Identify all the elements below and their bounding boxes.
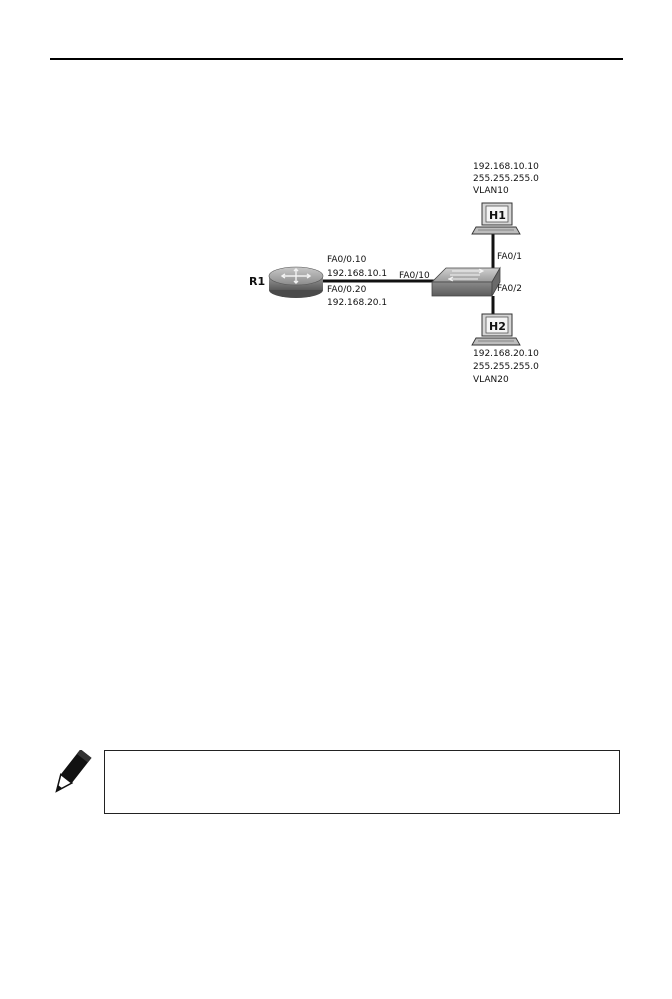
switch-port-h2: FA0/2: [497, 284, 522, 294]
computer-h1-icon: [471, 202, 521, 235]
router-ip-1: 192.168.10.1: [327, 269, 387, 279]
h2-mask: 255.255.255.0: [473, 362, 539, 372]
h2-ip: 192.168.20.10: [473, 349, 539, 359]
h2-name: H2: [489, 320, 506, 333]
h1-name: H1: [489, 209, 506, 222]
h1-mask: 255.255.255.0: [473, 174, 539, 184]
computer-h2-icon: [471, 313, 521, 346]
switch-port-h1: FA0/1: [497, 252, 522, 262]
h2-vlan: VLAN20: [473, 375, 509, 385]
switch-uplink-port: FA0/10: [399, 271, 430, 281]
router-ip-2: 192.168.20.1: [327, 298, 387, 308]
router-icon: [268, 266, 324, 298]
switch-icon: [431, 266, 501, 298]
router-name: R1: [249, 275, 265, 288]
host-h2-info: 192.168.20.10 255.255.255.0 VLAN20: [473, 349, 539, 385]
router-iface-1: FA0/0.10: [327, 255, 367, 265]
top-rule: [50, 58, 623, 60]
host-h1-info: 192.168.10.10 255.255.255.0 VLAN10: [473, 162, 539, 196]
h1-vlan: VLAN10: [473, 186, 509, 196]
note-box: [104, 750, 620, 814]
h1-ip: 192.168.10.10: [473, 162, 539, 172]
router-iface-2: FA0/0.20: [327, 285, 367, 295]
pencil-icon: [55, 750, 92, 793]
